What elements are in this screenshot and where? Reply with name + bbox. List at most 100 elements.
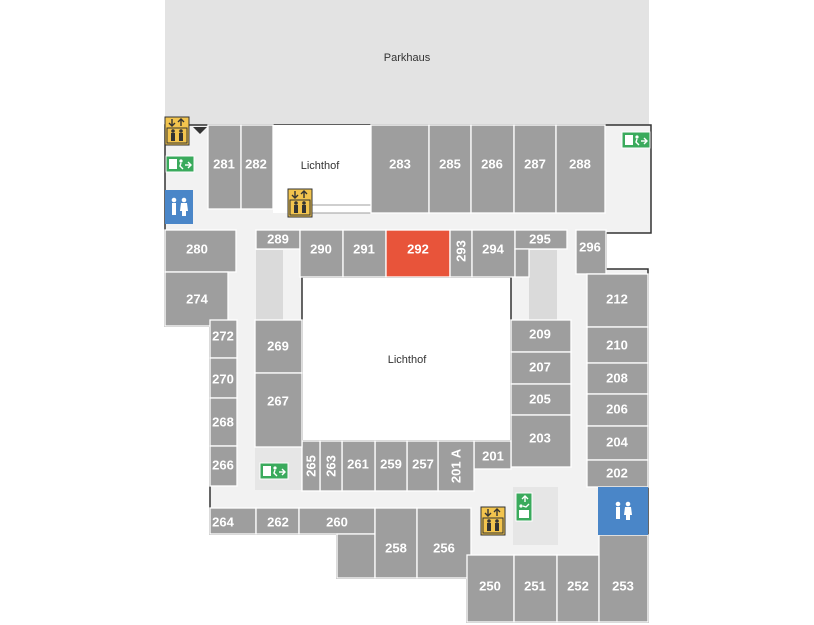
room-label: 205 [529,392,551,407]
room-label: 266 [212,458,234,473]
restroom-icon [609,494,637,528]
room-203[interactable] [510,414,572,468]
room-label: 290 [310,242,332,257]
room-label: 267 [267,394,289,409]
room-label: 261 [347,457,369,472]
room-274[interactable] [164,271,229,327]
emergency-exit-icon [165,155,195,173]
room-label: 257 [412,457,434,472]
room-label: 274 [186,292,208,307]
room-265[interactable] [301,440,321,492]
room-label: 280 [186,242,208,257]
emergency-exit-icon [259,462,289,480]
room-296[interactable] [575,229,607,275]
room-label: 295 [529,232,551,247]
room-label: 286 [481,157,503,172]
emergency-exit-icon [515,492,533,522]
room-252[interactable] [556,554,600,623]
stairs-north [311,204,373,214]
room-label: 265 [304,455,319,477]
room-label: 251 [524,579,546,594]
room-261[interactable] [341,440,376,492]
room-286[interactable] [470,124,515,214]
room-285[interactable] [428,124,472,214]
room-label: 294 [482,242,504,257]
room-257[interactable] [406,440,439,492]
room-label: 252 [567,579,589,594]
elevator-icon[interactable] [164,116,190,146]
room-label: 206 [606,402,628,417]
room-label: 208 [606,371,628,386]
room-label: 264 [212,515,234,530]
room-204[interactable] [586,425,649,461]
room-288[interactable] [555,124,606,214]
room-label: 287 [524,157,546,172]
room-295[interactable] [514,229,568,250]
location-marker-icon [193,127,207,134]
room-283[interactable] [370,124,430,214]
room-270[interactable] [209,357,238,399]
room-290[interactable] [299,229,344,278]
rooms-layer [164,124,649,623]
room-264[interactable] [209,507,257,535]
room-label: 250 [479,579,501,594]
room-label: 260 [326,515,348,530]
stair-block [529,250,557,320]
room-label: 201 A [449,448,464,483]
room-label: 262 [267,515,289,530]
room-label: 263 [324,455,339,477]
room-label: 296 [579,240,601,255]
room-287[interactable] [513,124,557,214]
room-266[interactable] [209,445,238,487]
room-label: 212 [606,292,628,307]
room-label: 283 [389,157,411,172]
stair-block [256,250,283,320]
room-label: 210 [606,338,628,353]
room-label: 291 [353,242,375,257]
room-260-wing [336,533,376,579]
room-label: 256 [433,541,455,556]
room-label: 293 [454,240,469,262]
room-256[interactable] [416,507,472,579]
room-labels: 281 282 283 285 286 287 288 280 274 289 … [186,157,634,594]
room-262[interactable] [255,507,300,535]
room-258[interactable] [374,507,418,579]
room-label: 258 [385,541,407,556]
room-260[interactable] [298,507,376,535]
room-label: 281 [213,157,235,172]
parking-label: Parkhaus [384,52,431,64]
room-label: 292 [407,242,429,257]
elevator-icon[interactable] [287,188,313,218]
elevator-icon[interactable] [480,506,506,536]
atrium-north-label: Lichthof [301,160,340,172]
room-280[interactable] [164,229,237,273]
room-label: 259 [380,457,402,472]
room-208[interactable] [586,362,649,395]
room-label: 207 [529,360,551,375]
room-281[interactable] [207,124,242,210]
room-label: 203 [529,431,551,446]
room-269[interactable] [254,319,303,374]
room-label: 201 [482,449,504,464]
room-label: 282 [245,157,267,172]
room-282[interactable] [240,124,274,210]
room-294[interactable] [471,229,516,278]
room-259[interactable] [374,440,408,492]
room-250[interactable] [466,554,515,623]
room-253[interactable] [598,534,649,623]
room-267[interactable] [254,372,303,448]
room-202[interactable] [586,459,649,488]
emergency-exit-icon [621,131,651,149]
room-210[interactable] [586,326,649,364]
room-label: 204 [606,435,628,450]
room-label: 285 [439,157,461,172]
room-207[interactable] [510,351,572,385]
room-label: 253 [612,579,634,594]
room-label: 270 [212,372,234,387]
room-295-wing [514,248,530,278]
room-label: 288 [569,157,591,172]
room-209[interactable] [510,319,572,353]
room-205[interactable] [510,383,572,416]
room-212[interactable] [586,273,649,328]
room-292[interactable] [385,229,451,278]
